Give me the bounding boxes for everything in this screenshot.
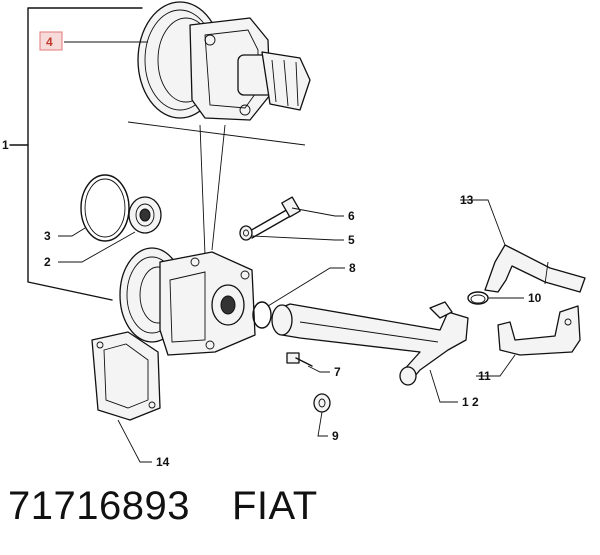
highlight-box-4 <box>39 31 63 51</box>
callout-2: 2 <box>44 255 51 269</box>
bracket-part <box>497 305 581 356</box>
group-bracket-1 <box>9 7 143 301</box>
callout-9: 9 <box>332 429 339 443</box>
part-number: 71716893 <box>8 484 190 528</box>
zoom-lines <box>127 121 306 256</box>
exploded-parts-diagram: 1 2 3 4 5 6 7 8 9 10 11 1 2 13 14 <box>2 1 586 469</box>
callout-14: 14 <box>156 455 170 469</box>
callout-11: 11 <box>478 369 491 383</box>
leader-lines <box>58 41 524 463</box>
brand-name: FIAT <box>231 484 318 528</box>
hose-part <box>484 244 586 293</box>
nut-part <box>313 393 331 413</box>
callout-4: 4 <box>46 35 53 49</box>
callout-6: 6 <box>348 209 355 223</box>
callout-10: 10 <box>528 291 542 305</box>
bolt-part <box>247 196 301 239</box>
callout-3: 3 <box>44 229 51 243</box>
callout-1: 1 <box>2 138 9 152</box>
hose-clamp-part <box>467 291 489 305</box>
washer-part <box>239 225 253 241</box>
o-ring-part <box>80 174 130 242</box>
callout-7: 7 <box>334 365 341 379</box>
water-pump-detail <box>137 1 311 121</box>
water-pump-assembly <box>119 247 256 356</box>
pipe-o-ring-part <box>252 301 272 329</box>
seal-part <box>128 196 162 234</box>
callout-8: 8 <box>349 261 356 275</box>
coolant-pipe-part <box>271 301 469 386</box>
callout-13: 13 <box>460 193 474 207</box>
footer: 71716893 FIAT <box>8 484 318 544</box>
small-bolt-part <box>286 352 313 367</box>
gasket-part <box>91 331 161 421</box>
callout-5: 5 <box>348 233 355 247</box>
callout-12: 1 2 <box>462 395 479 409</box>
